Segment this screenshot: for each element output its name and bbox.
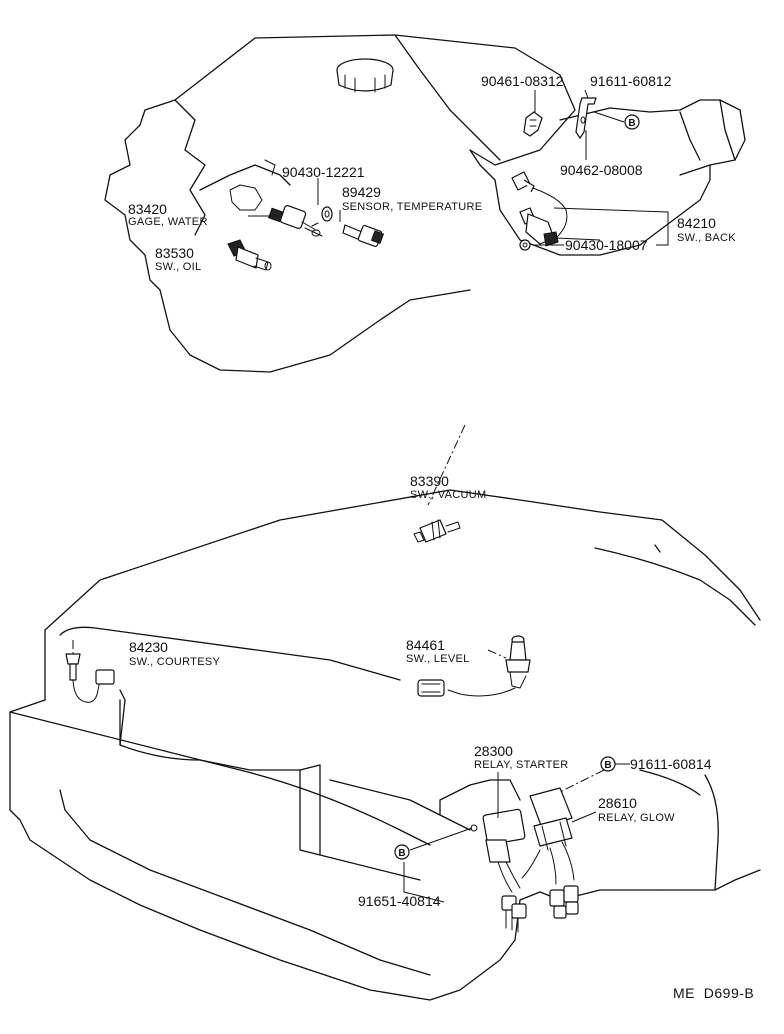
part-number-91651-40814: 91651-40814 (358, 893, 441, 909)
part-name-28610: RELAY, GLOW (598, 812, 675, 824)
gasket-12221 (321, 206, 333, 222)
level-switch[interactable] (417, 635, 531, 697)
diagram-code: ME D699-B (673, 985, 754, 1001)
car-body-outline (9, 489, 761, 1001)
part-number-83420: 83420 (128, 201, 167, 217)
svg-text:B: B (398, 848, 405, 859)
part-number-90461-08312: 90461-08312 (481, 73, 564, 89)
part-number-84461: 84461 (406, 637, 445, 653)
part-number-84210: 84210 (677, 215, 716, 231)
body-leader-lines (403, 763, 630, 903)
part-number-91611-60812: 91611-60812 (590, 73, 672, 89)
vacuum-switch[interactable] (413, 519, 461, 543)
marker-b-body: B (394, 844, 410, 860)
svg-text:B: B (628, 118, 635, 129)
part-number-28300: 28300 (474, 743, 513, 759)
part-number-83390: 83390 (410, 473, 449, 489)
courtesy-switch[interactable] (65, 640, 115, 703)
part-number-84230: 84230 (129, 639, 168, 655)
part-name-83390: SW., VACUUM (410, 489, 486, 501)
part-name-89429: SENSOR, TEMPERATURE (342, 201, 482, 213)
part-number-90430-12221: 90430-12221 (282, 164, 365, 180)
part-number-91611-60814: 91611-60814 (630, 756, 712, 772)
temperature-sensor[interactable] (342, 224, 385, 247)
vacuum-switch-leader (427, 424, 466, 506)
part-number-83530: 83530 (155, 245, 194, 261)
part-name-83530: SW., OIL (155, 261, 201, 273)
part-number-89429: 89429 (342, 184, 381, 200)
part-number-90462-08008: 90462-08008 (560, 162, 643, 178)
part-name-83420: GAGE, WATER (128, 216, 208, 228)
back-switch[interactable] (511, 171, 568, 247)
oil-switch[interactable] (227, 239, 272, 271)
gasket-18007 (519, 239, 531, 251)
clamp-90462 (575, 97, 597, 139)
engine-leader-lines (248, 89, 669, 246)
water-gage-sender[interactable] (268, 205, 323, 237)
part-name-84461: SW., LEVEL (406, 653, 470, 665)
part-number-90430-18007: 90430-18007 (565, 237, 648, 253)
marker-b-engine: B (624, 114, 640, 130)
part-name-84230: SW., COURTESY (129, 656, 220, 668)
part-number-28610: 28610 (598, 795, 637, 811)
part-name-84210: SW., BACK (677, 232, 736, 244)
marker-b-starter: B (600, 756, 616, 772)
part-name-28300: RELAY, STARTER (474, 759, 568, 771)
clamp-bracket (523, 111, 543, 137)
svg-text:B: B (604, 760, 611, 771)
engine-block-outline (104, 34, 746, 373)
relay-assembly[interactable] (470, 787, 579, 933)
